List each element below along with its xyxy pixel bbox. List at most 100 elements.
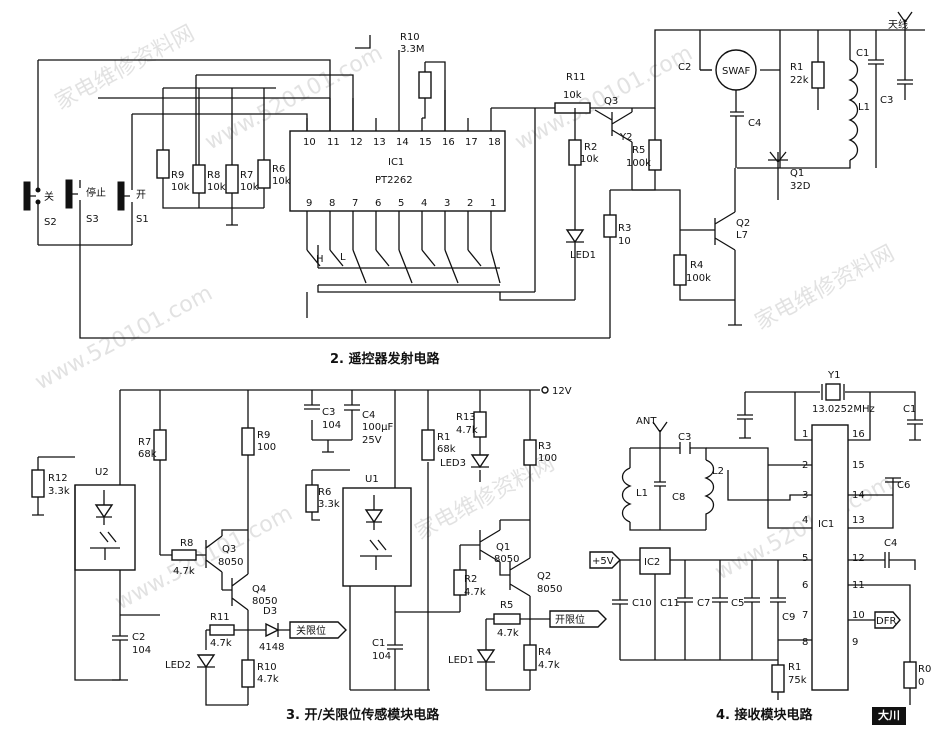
limit-r5-label: R5 xyxy=(500,600,513,611)
rx-pin-label: 15 xyxy=(852,460,865,471)
rx-y1-body xyxy=(825,383,841,401)
limit-led3-symbol xyxy=(470,454,490,469)
rx-r1-value: 75k xyxy=(788,675,807,686)
tx-y2-label: Y2 xyxy=(619,132,632,143)
limit-r11-label: R11 xyxy=(210,612,230,623)
limit-r6-value: 3.3k xyxy=(318,499,340,510)
tx-r8-body xyxy=(192,164,206,194)
tx-ic1-name: IC1 xyxy=(388,157,404,168)
limit-q2-symbol xyxy=(499,520,531,620)
limit-r11-wire xyxy=(205,620,266,660)
limit-c2-symbol xyxy=(112,615,128,681)
rx-pin-label: 12 xyxy=(852,553,865,564)
tx-r4-body xyxy=(673,254,687,286)
limit-r13-body xyxy=(473,411,487,438)
tx-c1-c3-wires xyxy=(868,30,913,168)
tx-s2-button xyxy=(23,181,31,211)
limit-q1-value: 8050 xyxy=(494,554,519,565)
tx-c4-wires xyxy=(700,69,780,168)
tx-c1-label: C1 xyxy=(856,48,869,59)
limit-q4-label: Q4 xyxy=(252,584,266,595)
tx-r5-label: R5 xyxy=(632,145,645,156)
tx-q2-value: L7 xyxy=(736,230,748,241)
rx-r1-body xyxy=(771,664,785,693)
tx-r9-label: R9 xyxy=(171,170,184,181)
limit-c2-value: 104 xyxy=(132,645,151,656)
tx-dip-pins xyxy=(306,211,492,250)
rx-vin-label: +5V xyxy=(592,556,614,567)
limit-r5-wire xyxy=(485,618,550,650)
tx-c4-label: C4 xyxy=(748,118,761,129)
tx-q3-wires xyxy=(534,108,633,292)
rx-circuit: IC1 1 2 3 4 5 6 7 8 16 15 14 13 12 11 10… xyxy=(589,370,931,705)
tx-q2-label: Q2 xyxy=(736,218,750,229)
rx-supply-network xyxy=(612,559,812,661)
tx-pin-label: 10 xyxy=(303,137,316,148)
tx-r2-label: R2 xyxy=(584,142,597,153)
tx-dip-h: H xyxy=(316,254,324,265)
limit-r4-value: 4.7k xyxy=(538,660,560,671)
rx-pin-label: 10 xyxy=(852,610,865,621)
rx-pin-label: 13 xyxy=(852,515,865,526)
rx-y1-wires xyxy=(745,391,916,441)
tx-r3-body xyxy=(603,214,617,238)
rx-ic1-body xyxy=(811,424,849,691)
limit-r7-label: R7 xyxy=(138,437,151,448)
rx-ic1-right-pins: 16 15 14 13 12 11 10 9 xyxy=(852,429,865,648)
tx-r2-body xyxy=(568,139,582,166)
watermark-cn: 家电维修资料网 xyxy=(51,21,199,115)
tx-s3-wire xyxy=(72,180,81,245)
limit-r8-label: R8 xyxy=(180,538,193,549)
limit-d3-wire xyxy=(277,623,290,637)
limit-r9-value: 100 xyxy=(257,442,276,453)
tx-r9-value: 10k xyxy=(171,182,190,193)
limit-open-output-tag xyxy=(549,610,607,628)
limit-r1-body xyxy=(421,429,435,461)
tx-r10-value: 3.3M xyxy=(400,44,425,55)
limit-c4-value1: 100μF xyxy=(362,422,393,433)
tx-s2-label: S2 xyxy=(44,217,57,228)
tx-dip-common xyxy=(306,245,575,318)
rx-y1-plates xyxy=(821,384,845,400)
limit-r11-value: 4.7k xyxy=(210,638,232,649)
rx-pin-label: 1 xyxy=(802,429,808,440)
rx-c10-label: C10 xyxy=(632,598,652,609)
tx-r1-body xyxy=(811,61,825,89)
rx-front-end xyxy=(629,442,707,531)
tx-pin-label: 17 xyxy=(465,137,478,148)
limit-c2-label: C2 xyxy=(132,632,145,643)
tx-switch-s1: 开 S1 xyxy=(117,181,149,245)
tx-pin-label: 6 xyxy=(375,198,381,209)
limit-r5-value: 4.7k xyxy=(497,628,519,639)
tx-r1-value: 22k xyxy=(790,75,809,86)
rx-c6-c4 xyxy=(848,477,916,570)
tx-switch-bus xyxy=(37,59,354,185)
rx-ic2-body xyxy=(639,547,671,575)
limit-r10-label: R10 xyxy=(257,662,277,673)
limit-q4-symbol xyxy=(222,530,249,620)
rx-l1-coil xyxy=(621,467,632,523)
tx-s1-label: S1 xyxy=(136,214,149,225)
watermark-cn: 家电维修资料网 xyxy=(751,241,899,335)
limit-close-output-label: 关限位 xyxy=(296,624,326,637)
tx-switch-s3: 停止 S3 xyxy=(65,179,106,245)
limit-d3-symbol xyxy=(265,622,280,638)
rx-y1-label: Y1 xyxy=(827,370,840,381)
tx-pin-label: 14 xyxy=(396,137,409,148)
limit-u1-internals xyxy=(360,390,396,640)
rx-c9-label: C9 xyxy=(782,612,795,623)
limit-circuit: 12V R12 3.3k U2 R7 68k C2 104 R8 4.7k Q3… xyxy=(31,386,607,706)
tx-r2-value: 10k xyxy=(580,154,599,165)
tx-ic1-top-pins: 10 11 12 13 14 15 16 17 18 xyxy=(303,137,501,148)
tx-l1-label: L1 xyxy=(858,102,870,113)
tx-r10-body xyxy=(418,71,432,99)
caption-rx: 4. 接收模块电路 xyxy=(716,707,814,723)
tx-q1-symbol xyxy=(768,151,788,200)
limit-r2-lead xyxy=(428,595,461,613)
limit-r3-value: 100 xyxy=(538,453,557,464)
tx-pin-label: 7 xyxy=(352,198,358,209)
rx-pin-label: 16 xyxy=(852,429,865,440)
tx-ic1-bottom-pins: 9 8 7 6 5 4 3 2 1 xyxy=(306,198,496,209)
limit-led1-symbol xyxy=(476,649,496,664)
